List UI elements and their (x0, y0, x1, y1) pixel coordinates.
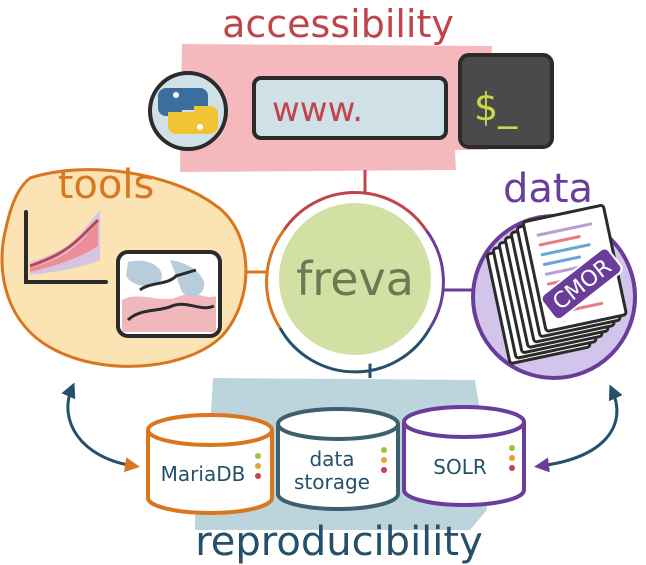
accessibility-title: accessibility (222, 2, 454, 46)
reproducibility-title: reproducibility (195, 519, 483, 565)
data-section: data (471, 166, 637, 380)
data-title: data (503, 166, 593, 212)
database-data-storage: data storage (276, 407, 400, 511)
terminal-label: $_ (474, 85, 518, 129)
arrow-tools-to-mariadb (61, 382, 140, 473)
web-browser-icon: www. (252, 76, 448, 140)
plot-chart-icon (24, 210, 108, 284)
document-stack-icon: CMOR (485, 204, 628, 365)
tools-section: tools (0, 162, 248, 368)
solr-label: SOLR (433, 455, 487, 479)
terminal-icon: $_ (458, 53, 554, 149)
database-solr: SOLR (402, 405, 526, 507)
data-storage-label-line2: storage (294, 470, 370, 494)
database-mariadb: MariaDB (146, 413, 274, 515)
tools-title: tools (58, 162, 155, 208)
python-logo-icon (148, 71, 228, 151)
mariadb-label: MariaDB (161, 462, 246, 486)
arrow-data-to-solr (534, 384, 623, 473)
freva-inner (279, 203, 431, 355)
data-storage-label-line1: data (309, 447, 354, 471)
freva-node: freva (265, 191, 445, 374)
freva-label: freva (296, 252, 414, 306)
accessibility-section: accessibility www. $_ (148, 2, 554, 172)
map-icon (116, 250, 222, 338)
web-label: www. (272, 90, 363, 130)
